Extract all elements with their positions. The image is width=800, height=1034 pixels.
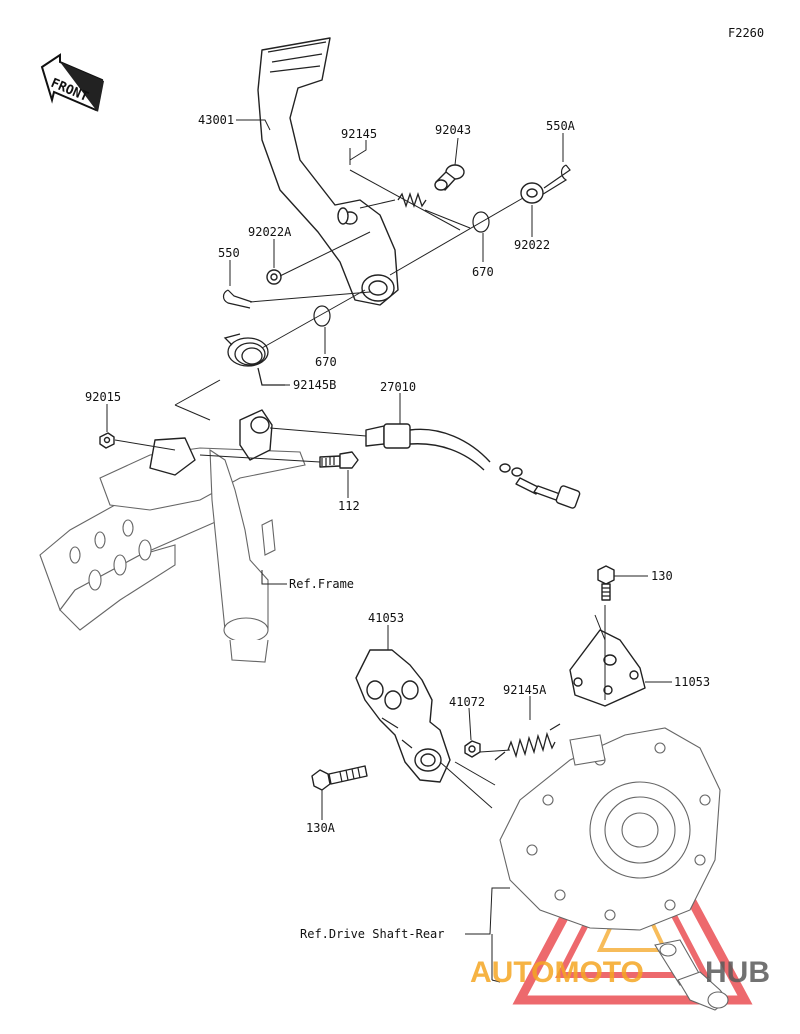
bolt-112 <box>319 451 359 469</box>
washer-92022A <box>266 269 282 285</box>
cotter-pin-550 <box>222 289 253 309</box>
label-27010: 27010 <box>380 380 416 394</box>
label-670-left: 670 <box>315 355 337 369</box>
washer-92022 <box>520 182 544 204</box>
label-130: 130 <box>651 569 673 583</box>
spring-92145 <box>349 148 427 209</box>
nut-41072 <box>464 740 481 758</box>
brake-pedal-43001 <box>257 37 399 306</box>
cotter-pin-550A <box>539 164 571 197</box>
label-11053: 11053 <box>674 675 710 689</box>
label-92022A: 92022A <box>248 225 292 239</box>
label-92145A: 92145A <box>503 683 547 697</box>
bolt-130A <box>311 765 368 791</box>
part-labels: 43001 92145 92043 550A 92022A 550 670 92… <box>85 113 710 941</box>
bracket-11053 <box>569 629 646 707</box>
watermark-text: AUTOMOTO HUB <box>470 956 770 989</box>
spring-92145A <box>494 723 561 761</box>
label-41072: 41072 <box>449 695 485 709</box>
label-41053: 41053 <box>368 611 404 625</box>
label-92043: 92043 <box>435 123 471 137</box>
nut-92015 <box>99 432 115 449</box>
label-130A: 130A <box>306 821 336 835</box>
final-drive-housing <box>499 727 721 931</box>
spring-92145B <box>223 333 285 386</box>
watermark-text-left: AUTOMOTO <box>470 956 644 989</box>
figure-code: F2260 <box>728 26 764 40</box>
label-92022: 92022 <box>514 238 550 252</box>
lever-41053 <box>355 649 451 783</box>
label-43001: 43001 <box>198 113 234 127</box>
o-ring-670-left <box>313 305 331 327</box>
bolt-130 <box>597 565 615 601</box>
label-550: 550 <box>218 246 240 260</box>
brake-switch-27010 <box>365 423 581 509</box>
label-550A: 550A <box>546 119 576 133</box>
label-112: 112 <box>338 499 360 513</box>
leader-lines <box>106 119 672 983</box>
pin-92043 <box>434 164 465 191</box>
label-92015: 92015 <box>85 390 121 404</box>
label-670-right: 670 <box>472 265 494 279</box>
o-ring-670-right <box>472 211 490 233</box>
drive-shaft-stub <box>654 939 729 1011</box>
label-ref-drive-shaft: Ref.Drive Shaft-Rear <box>300 927 445 941</box>
label-92145: 92145 <box>341 127 377 141</box>
frame-section <box>39 409 306 663</box>
watermark-text-right: HUB <box>705 956 770 989</box>
label-92145B: 92145B <box>293 378 336 392</box>
front-arrow-icon: FRONT <box>40 53 104 112</box>
label-ref-frame: Ref.Frame <box>289 577 354 591</box>
